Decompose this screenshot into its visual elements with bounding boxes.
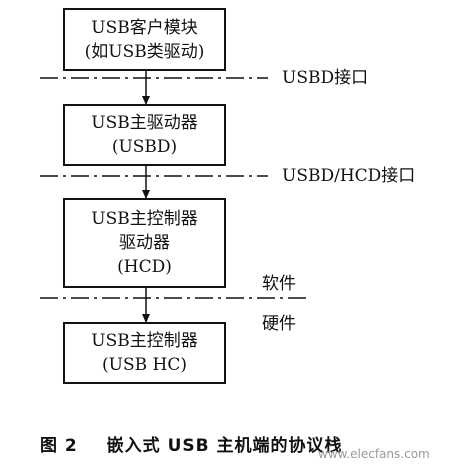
host-controller-driver-box: USB主控制器 驱动器 (HCD) — [63, 198, 226, 288]
usb-host-controller-box: USB主控制器 (USB HC) — [63, 322, 226, 384]
usbd-hcd-interface-label: USBD/HCD接口 — [282, 166, 416, 186]
usbd-interface-label: USBD接口 — [282, 68, 369, 88]
box-line: 驱动器 — [119, 233, 170, 253]
figure-title: 嵌入式 USB 主机端的协议栈 — [106, 436, 343, 456]
figure-caption: 图 2 嵌入式 USB 主机端的协议栈 — [40, 431, 343, 456]
box-line: USB主控制器 — [91, 209, 198, 229]
watermark: www.elecfans.com — [318, 447, 430, 461]
box-line: USB主驱动器 — [91, 113, 198, 133]
software-label: 软件 — [262, 274, 296, 294]
hardware-label: 硬件 — [262, 314, 296, 334]
box-line: USB客户模块 — [91, 17, 198, 38]
box-line: (USB HC) — [102, 355, 187, 375]
usb-host-driver-box: USB主驱动器 (USBD) — [63, 104, 226, 166]
box-line: (HCD) — [117, 257, 172, 277]
box-line: (USBD) — [111, 137, 178, 157]
usb-client-module-box: USB客户模块 (如USB类驱动) — [63, 8, 226, 71]
box-line: (如USB类驱动) — [84, 41, 205, 62]
box-line: USB主控制器 — [91, 331, 198, 351]
figure-number: 图 2 — [40, 436, 78, 456]
